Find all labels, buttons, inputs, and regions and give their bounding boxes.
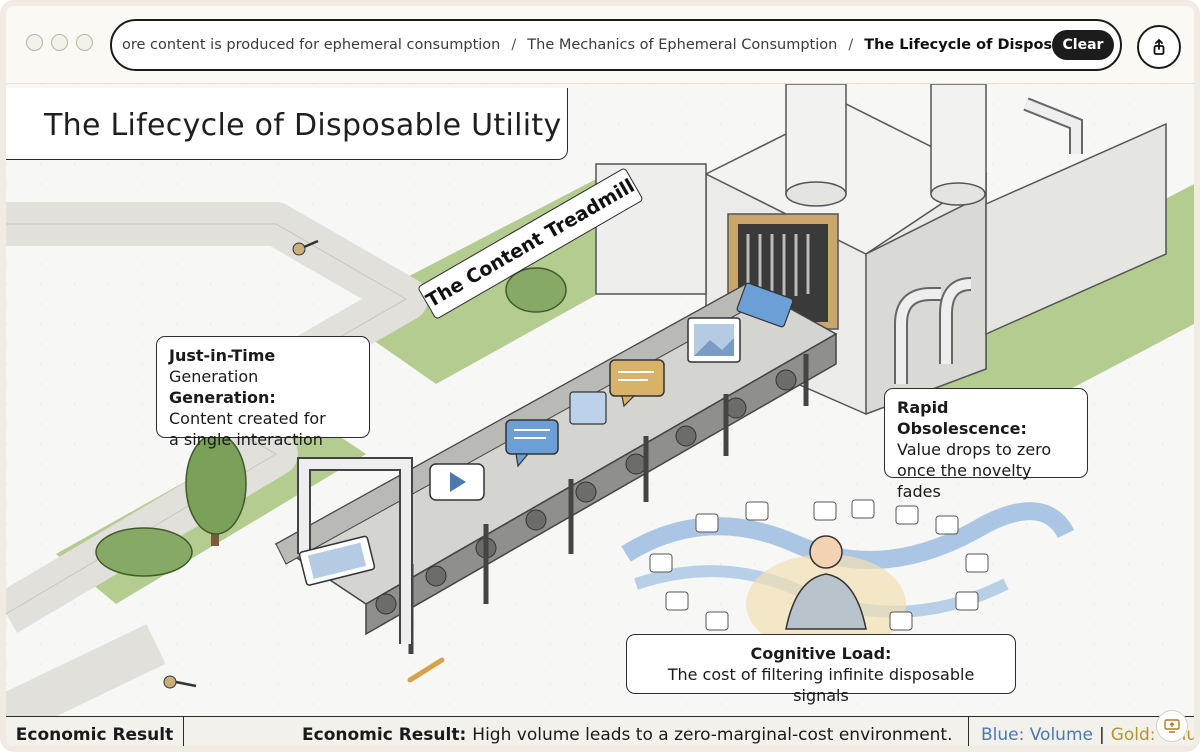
callout-heading: Cognitive Load: [750,644,892,663]
footpath [6,624,166,716]
window-dot-close[interactable] [26,34,43,51]
pencil-icon [407,657,445,683]
callout-heading: Rapid Obsolescence: [897,398,1027,438]
breadcrumb: ore content is produced for ephemeral co… [120,21,1056,69]
top-bar: ore content is produced for ephemeral co… [6,6,1194,84]
document-icon [569,391,607,425]
breadcrumb-separator: / [848,37,854,53]
footer-summary-text: High volume leads to a zero-marginal-cos… [472,724,953,745]
callout-text: Content created for [169,409,326,428]
key-icon [163,675,197,689]
breadcrumb-item-root[interactable]: ore content is produced for ephemeral co… [122,37,501,53]
callout-cognitive-load: Cognitive Load: The cost of filtering in… [626,634,1016,705]
breadcrumb-separator: / [511,37,517,53]
shrub [505,267,567,313]
diagram-illustration [6,84,1194,716]
shrub [95,527,193,577]
callout-text-bold: Generation: [169,388,276,407]
footer-tab-economic-result[interactable]: Economic Result [6,717,184,746]
share-icon [1153,39,1165,55]
chat-icon [505,419,559,468]
footer-summary-label: Economic Result: [302,724,467,745]
window-controls [26,34,93,51]
key-icon [292,239,319,256]
information-overload-figure [621,499,1075,654]
footer-summary: Economic Result: High volume leads to a … [302,717,953,746]
callout-rapid-obsolescence: Rapid Obsolescence: Value drops to zero … [884,388,1088,501]
diagram-canvas: The Lifecycle of Disposable Utility The … [6,84,1194,716]
image-icon [298,535,376,586]
callout-heading: Just-in-Time [169,346,276,365]
breadcrumb-bar: ore content is produced for ephemeral co… [110,19,1122,71]
breadcrumb-item-current[interactable]: The Lifecycle of Disposable Utility [864,37,1056,53]
image-icon [736,282,794,328]
window-dot-minimize[interactable] [51,34,68,51]
callout-text: Value drops to zero [897,440,1052,459]
chat-icon [609,359,665,408]
legend-separator: | [1098,724,1105,745]
callout-just-in-time: Just-in-Time Generation Generation: Cont… [156,336,370,449]
footer-bar: Economic Result Economic Result: High vo… [6,716,1194,746]
legend-volume: Blue: Volume [981,724,1093,745]
page-title: The Lifecycle of Disposable Utility [44,108,562,143]
image-icon [687,317,741,363]
callout-text: once the novelty fades [897,461,1032,501]
callout-text: The cost of filtering infinite disposabl… [667,665,975,705]
share-button[interactable] [1137,25,1181,69]
present-button[interactable] [1156,710,1188,742]
present-icon [1164,719,1180,733]
callout-text: a single interaction [169,430,323,449]
breadcrumb-item-mechanics[interactable]: The Mechanics of Ephemeral Consumption [527,37,838,53]
play-icon [429,463,485,501]
window-dot-maximize[interactable] [76,34,93,51]
clear-button[interactable]: Clear [1052,30,1114,60]
diagram-title-card: The Lifecycle of Disposable Utility [6,88,568,160]
callout-text: Generation [169,367,259,386]
